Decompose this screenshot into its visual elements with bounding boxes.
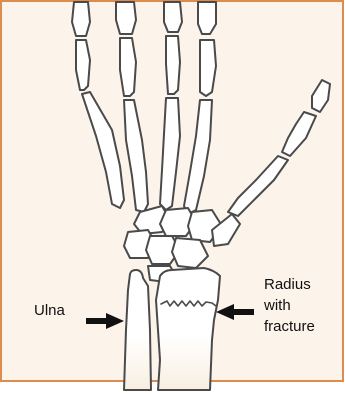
radius-label-line-2: with: [264, 295, 315, 316]
radius-label-line-3: fracture: [264, 316, 315, 337]
radius-bone: [156, 268, 220, 390]
ulna-bone: [124, 270, 151, 390]
radius-label-line-1: Radius: [264, 274, 315, 295]
ulna-label: Ulna: [34, 300, 65, 321]
radius-fracture-label: Radius with fracture: [264, 274, 315, 337]
